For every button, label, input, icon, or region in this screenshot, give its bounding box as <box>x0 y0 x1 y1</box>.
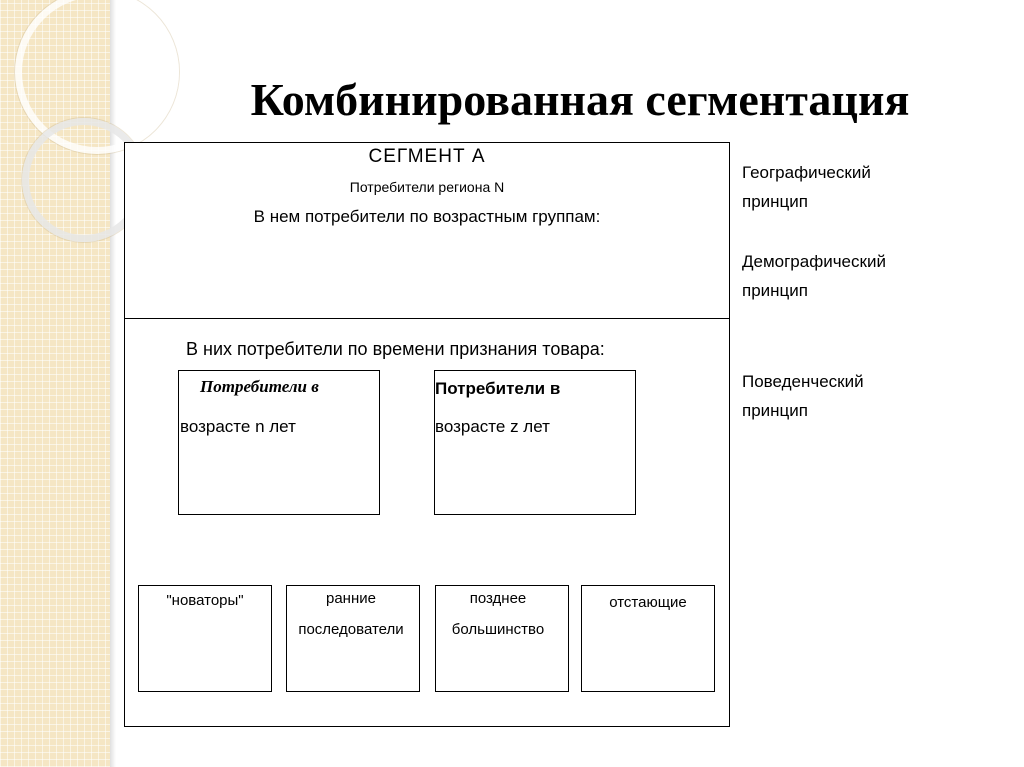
adopter-box-early-adopters-line2: последователи <box>298 621 404 638</box>
age-box-z-subtitle: возрасте z лет <box>435 417 550 436</box>
adopter-box-late-majority <box>435 585 569 692</box>
segment-age-groups-line: В нем потребители по возрастным группам: <box>253 207 601 226</box>
age-box-n-subtitle: возрасте n лет <box>180 417 296 436</box>
age-box-n-title: Потребители в <box>200 377 319 396</box>
adopter-box-early-adopters <box>286 585 420 692</box>
principle-behavioral: Поведенческий принцип <box>742 367 912 425</box>
side-strip-shadow <box>110 0 116 767</box>
adopter-box-laggards <box>581 585 715 692</box>
age-box-z-title: Потребители в <box>435 379 561 398</box>
principle-demographic: Демографический принцип <box>742 247 912 305</box>
principle-behavioral-line2: принцип <box>742 401 808 420</box>
slide-title: Комбинированная сегментация <box>250 74 910 125</box>
age-box-z <box>434 370 636 515</box>
segment-divider <box>124 318 730 319</box>
adopter-box-innovators-label: "новаторы" <box>166 592 244 609</box>
adopter-box-early-adopters-line1: ранние <box>326 590 376 607</box>
adopter-box-late-majority-line1: позднее <box>469 590 527 607</box>
segment-heading: СЕГМЕНТ А <box>368 146 486 167</box>
principle-geographic-line1: Географический <box>742 163 871 182</box>
principle-demographic-line2: принцип <box>742 281 808 300</box>
principle-demographic-line1: Демографический <box>742 252 886 271</box>
adoption-time-line: В них потребители по времени признания т… <box>186 339 605 359</box>
adopter-box-innovators <box>138 585 272 692</box>
principle-geographic: Географический принцип <box>742 158 912 216</box>
age-box-n <box>178 370 380 515</box>
adopter-box-laggards-label: отстающие <box>609 594 687 611</box>
segment-region-line: Потребители региона N <box>349 179 505 195</box>
principle-behavioral-line1: Поведенческий <box>742 372 864 391</box>
adopter-box-late-majority-line2: большинство <box>451 621 545 638</box>
principle-geographic-line2: принцип <box>742 192 808 211</box>
